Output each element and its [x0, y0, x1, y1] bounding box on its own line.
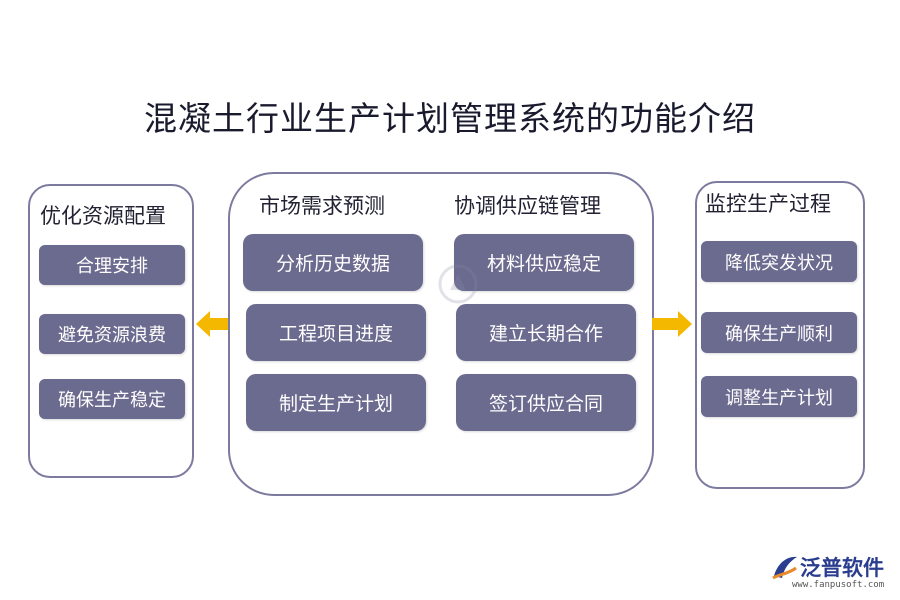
supply-chain-heading: 协调供应链管理	[454, 194, 601, 218]
right-item-1: 降低突发状况	[701, 241, 857, 282]
brand-mark-icon	[772, 556, 797, 580]
monitor-production-heading: 监控生产过程	[705, 192, 831, 216]
optimize-resources-heading: 优化资源配置	[40, 204, 166, 228]
right-item-3: 调整生产计划	[701, 376, 857, 417]
mid-col1-item-3: 制定生产计划	[246, 374, 426, 431]
left-item-2: 避免资源浪费	[39, 314, 185, 354]
mid-col2-item-2: 建立长期合作	[456, 304, 636, 361]
brand-url: www.fanpusoft.com	[792, 580, 885, 590]
mid-col1-item-1: 分析历史数据	[243, 234, 423, 291]
arrow-right-icon	[652, 311, 692, 337]
mid-col1-item-2: 工程项目进度	[246, 304, 426, 361]
brand-name: 泛普软件	[800, 556, 884, 580]
mid-col2-item-1: 材料供应稳定	[454, 234, 634, 291]
arrow-left-icon	[196, 311, 234, 337]
left-item-1: 合理安排	[39, 245, 185, 285]
brand-logo: 泛普软件 www.fanpusoft.com	[770, 550, 890, 594]
watermark-logo-icon	[438, 264, 478, 304]
market-forecast-heading: 市场需求预测	[259, 194, 385, 218]
page-title: 混凝土行业生产计划管理系统的功能介绍	[144, 99, 756, 138]
left-item-3: 确保生产稳定	[39, 379, 185, 419]
right-item-2: 确保生产顺利	[701, 312, 857, 353]
mid-col2-item-3: 签订供应合同	[456, 374, 636, 431]
